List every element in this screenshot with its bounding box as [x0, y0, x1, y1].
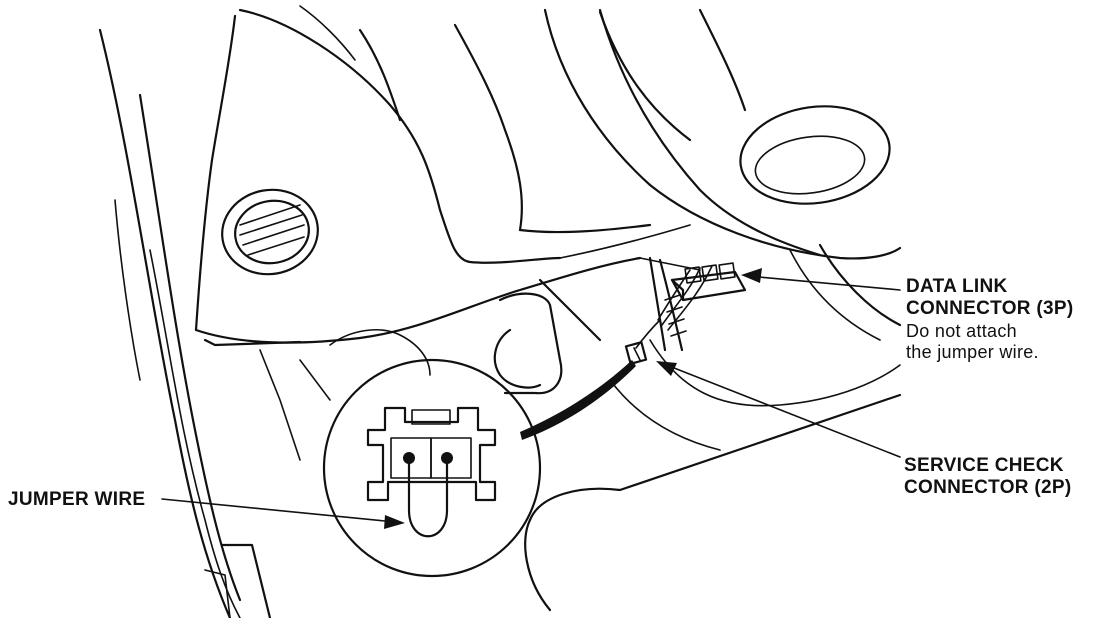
door-pillar-trim	[98, 28, 272, 618]
dlc-title-line2: CONNECTOR (3P)	[906, 298, 1074, 320]
data-link-connector-label: DATA LINK CONNECTOR (3P) Do not attach t…	[906, 276, 1073, 363]
dashboard-panel	[194, 5, 822, 347]
arrow-service-check	[656, 361, 677, 376]
callout-wedge	[520, 360, 636, 440]
jumper-wire-loop	[407, 456, 449, 538]
service-check-connector-label: SERVICE CHECK CONNECTOR (2P)	[904, 455, 1071, 500]
dlc-note-line2: the jumper wire.	[906, 342, 1039, 363]
arrow-jumper-wire	[384, 515, 405, 529]
scc-title-line2: CONNECTOR (2P)	[904, 477, 1072, 499]
scc-title-line1: SERVICE CHECK	[904, 455, 1064, 476]
dlc-note-line1: Do not attach	[906, 320, 1017, 341]
leader-arrows	[161, 268, 901, 529]
knee-area-contour	[524, 339, 902, 612]
air-vent	[221, 188, 319, 276]
connector-detail-circle	[322, 358, 542, 578]
steering-wheel	[543, 8, 902, 341]
arrow-data-link	[741, 268, 762, 283]
data-link-connector	[657, 262, 747, 331]
jumper-wire-label: JUMPER WIRE	[8, 489, 145, 511]
service-check-connector	[624, 319, 661, 365]
dlc-title-line1: DATA LINK	[906, 276, 1008, 297]
jumper-wire-text: JUMPER WIRE	[8, 489, 146, 510]
pedal-area	[259, 278, 721, 461]
